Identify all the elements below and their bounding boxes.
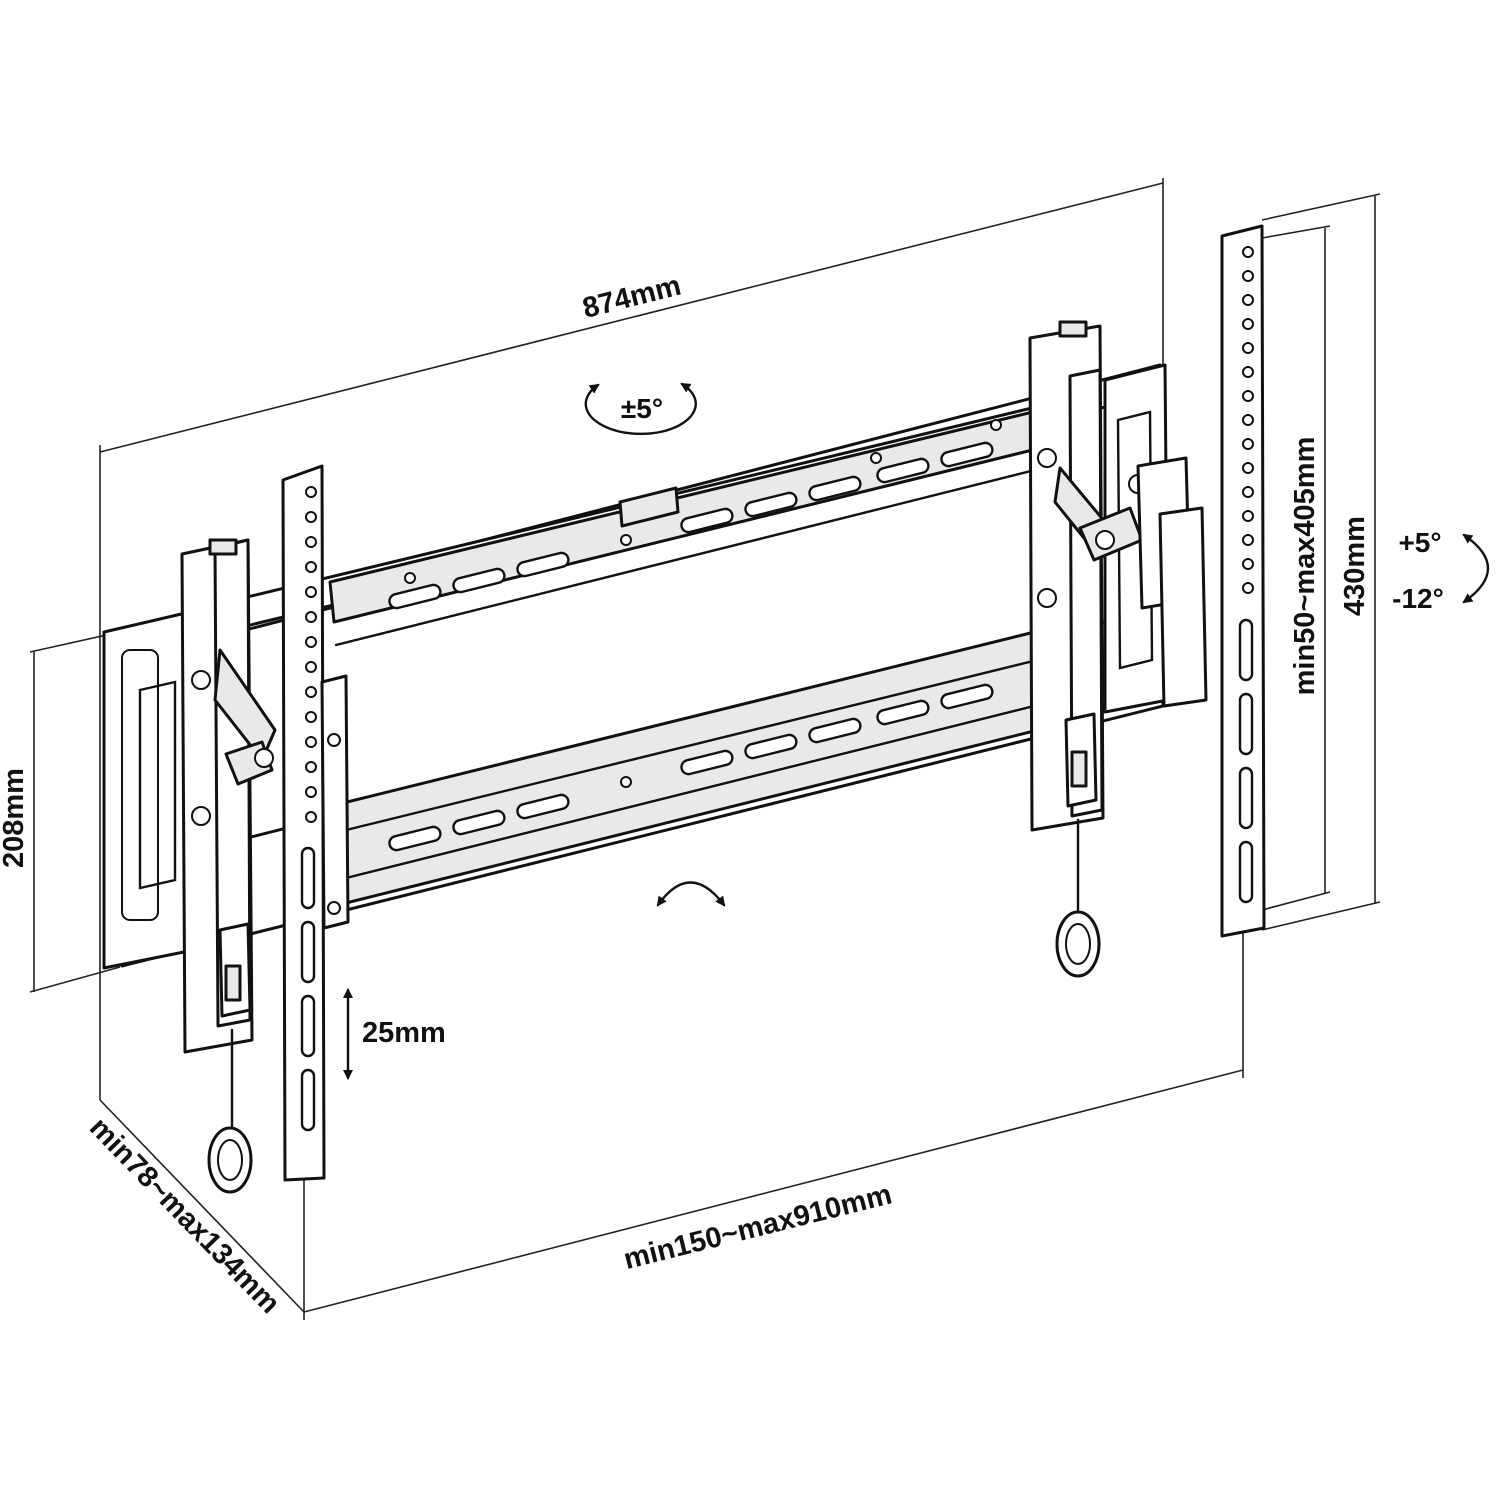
rotation-angle-label: ±5° [621,393,663,424]
left-tilt-bracket [180,538,277,1194]
left-vertical-arm [281,464,350,1182]
wall-distance-label: min78~max134mm [83,1112,286,1320]
tilt-up-label: +5° [1398,527,1441,558]
tilt-down-label: -12° [1392,583,1444,614]
vertical-adjust-label: 25mm [362,1017,446,1049]
vesa-vertical-label: min50~max405mm [1289,437,1321,696]
center-tilt-arrow [656,881,726,907]
arm-height-label: 430mm [1339,516,1371,616]
vesa-horizontal-label: min150~max910mm [621,1178,895,1276]
wall-plate [102,363,1170,970]
dimension-lines [29,178,1381,1320]
right-vertical-arm [1220,224,1266,938]
tilt-angle-arrow [1462,533,1490,604]
right-tilt-bracket [1028,320,1208,978]
wall-plate-height-label: 208mm [0,768,30,868]
rail-slots [388,419,1002,852]
rotation-arrow [584,382,697,436]
